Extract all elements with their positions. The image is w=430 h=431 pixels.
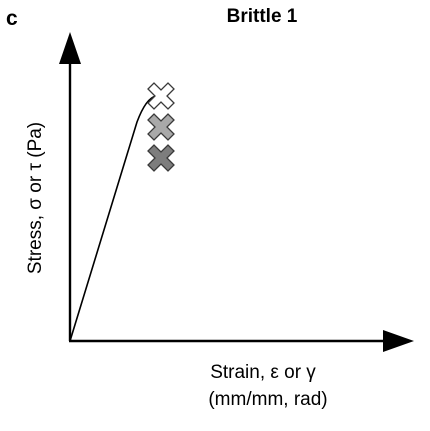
y-axis-label: Stress, σ or τ (Pa) [25, 122, 46, 274]
x-axis [69, 330, 414, 352]
panel-label: c [6, 7, 18, 30]
fracture-marker-light-gray-icon [147, 113, 175, 141]
y-axis [59, 32, 81, 341]
stress-strain-curve [69, 95, 157, 342]
fracture-marker-dark-gray-icon [147, 144, 175, 172]
y-axis-arrowhead-icon [59, 32, 81, 64]
x-axis-label-line2: (mm/mm, rad) [208, 389, 327, 410]
x-axis-arrowhead-icon [383, 330, 414, 352]
fracture-markers [147, 82, 175, 172]
chart-title: Brittle 1 [227, 6, 298, 27]
fracture-marker-white-icon [147, 82, 175, 110]
x-axis-label-line1: Strain, ε or γ [210, 362, 316, 383]
